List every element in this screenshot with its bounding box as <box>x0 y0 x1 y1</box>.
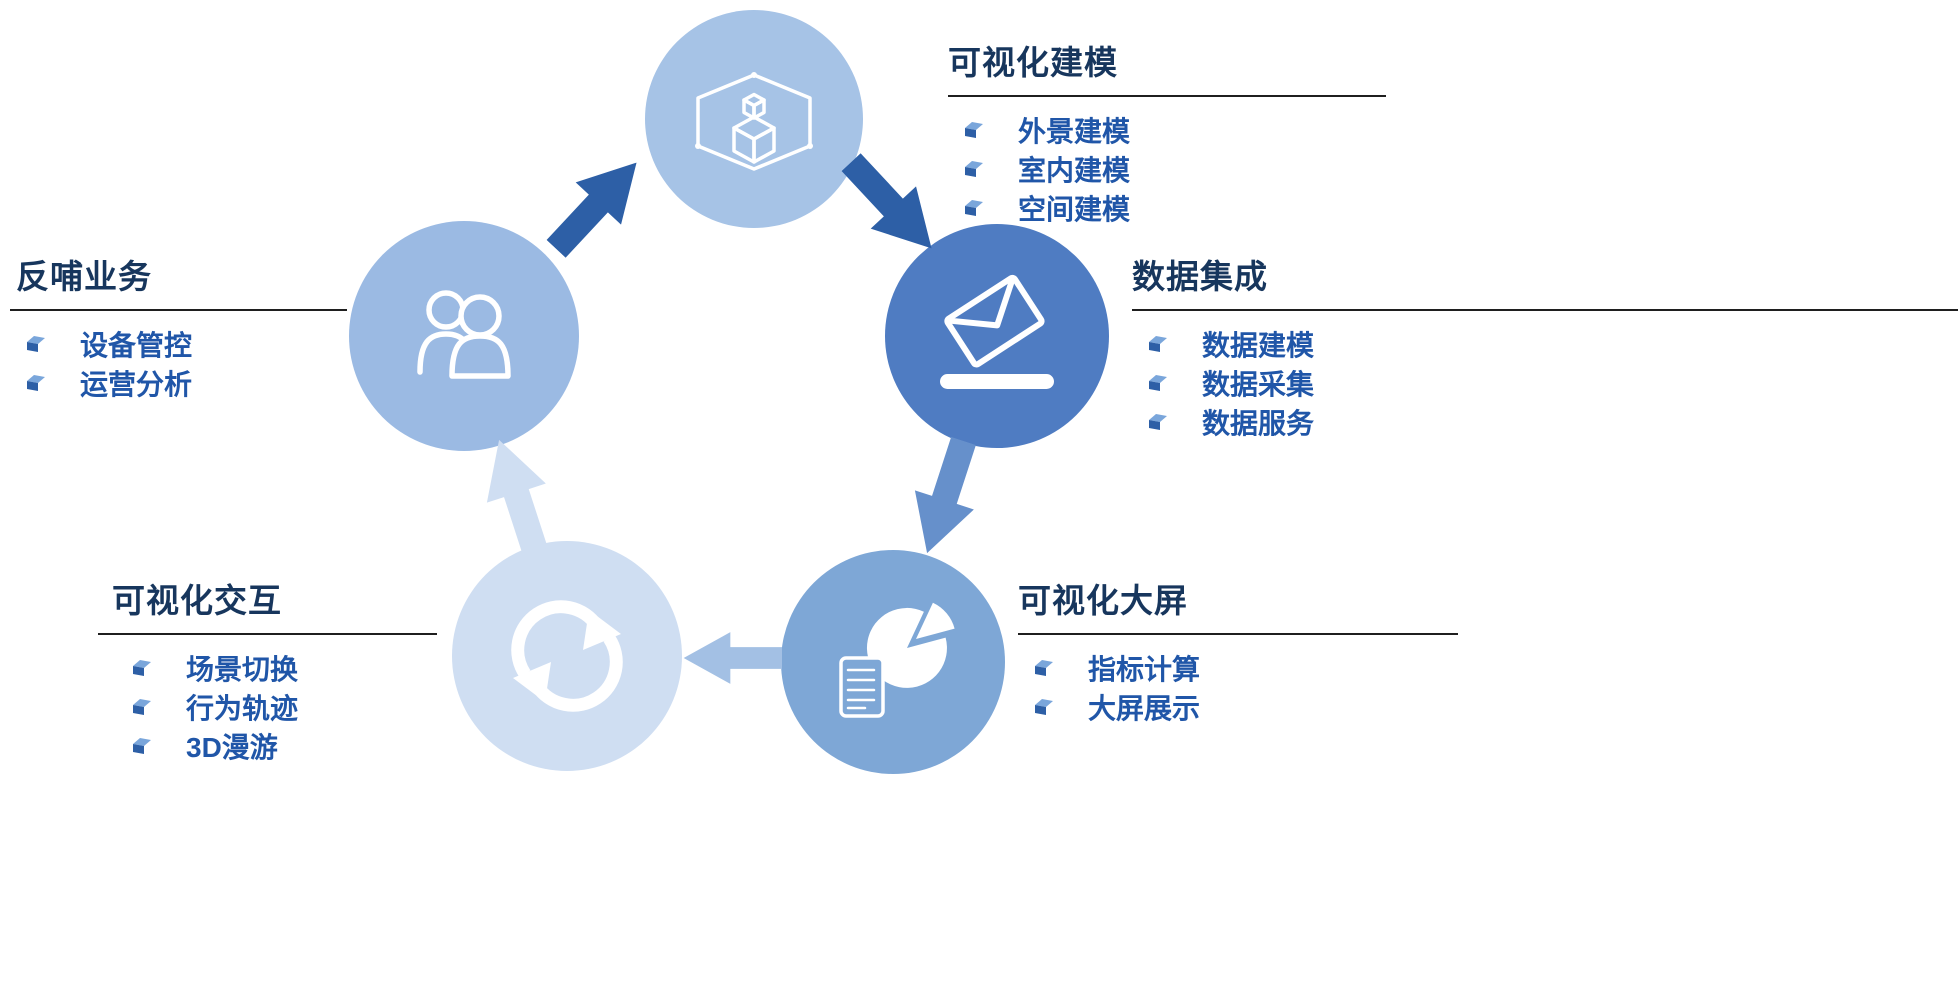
list-item-label: 数据采集 <box>1202 368 1315 400</box>
list-item-label: 行为轨迹 <box>186 692 299 724</box>
node-visual-bigscreen <box>781 550 1005 774</box>
section-item-list: 设备管控 运营分析 <box>10 324 347 402</box>
flag-3d-icon <box>1149 335 1167 352</box>
section-item-list: 指标计算 大屏展示 <box>1018 648 1458 726</box>
section-underline <box>1132 309 1958 311</box>
list-item: 指标计算 <box>1032 648 1458 687</box>
flag-3d-icon <box>965 160 983 177</box>
section-data-integration: 数据集成 数据建模 数据采集 数据服务 <box>1132 250 1958 441</box>
list-item-label: 场景切换 <box>186 653 299 685</box>
document <box>839 656 885 718</box>
section-visual-modeling: 可视化建模 外景建模 室内建模 空间建模 <box>948 36 1386 227</box>
flag-3d-icon <box>133 698 151 715</box>
arrow-bigscreen-to-interaction <box>683 632 782 684</box>
pie-slice <box>916 602 955 639</box>
arrow-feedback-to-modeling <box>546 162 637 258</box>
section-feedback-business: 反哺业务 设备管控 运营分析 <box>10 250 347 402</box>
hexagon-outline <box>696 73 812 171</box>
node-data-integration <box>885 224 1109 448</box>
list-item-label: 指标计算 <box>1088 653 1201 685</box>
user-front <box>449 294 511 379</box>
cube-small <box>742 92 766 120</box>
list-item-label: 空间建模 <box>1018 193 1131 225</box>
list-item: 场景切换 <box>130 648 437 687</box>
section-title: 数据集成 <box>1132 258 1268 295</box>
section-title: 可视化大屏 <box>1018 582 1188 619</box>
section-underline <box>10 309 347 311</box>
section-item-list: 场景切换 行为轨迹 3D漫游 <box>98 648 437 765</box>
cycle-arrows-icon <box>511 600 623 712</box>
list-item-label: 运营分析 <box>80 368 193 400</box>
node-feedback-business <box>349 221 579 451</box>
section-underline <box>1018 633 1458 635</box>
envelope <box>944 274 1045 368</box>
flag-3d-icon <box>965 199 983 216</box>
flag-3d-icon <box>1035 659 1053 676</box>
node-visual-modeling <box>645 10 863 228</box>
node-circle <box>452 541 682 771</box>
cube-large <box>732 115 776 164</box>
flag-3d-icon <box>133 659 151 676</box>
flag-3d-icon <box>1149 413 1167 430</box>
mail-slot-bar <box>940 374 1054 389</box>
list-item-label: 大屏展示 <box>1088 692 1201 724</box>
section-title: 可视化建模 <box>948 44 1118 81</box>
node-circle <box>885 224 1109 448</box>
section-visual-bigscreen: 可视化大屏 指标计算 大屏展示 <box>1018 574 1458 726</box>
section-visual-interaction: 可视化交互 场景切换 行为轨迹 3D漫游 <box>98 574 437 765</box>
list-item-label: 外景建模 <box>1018 115 1131 147</box>
list-item: 数据采集 <box>1146 363 1958 402</box>
corner-dots <box>695 72 813 149</box>
list-item: 大屏展示 <box>1032 687 1458 726</box>
list-item-label: 数据建模 <box>1202 329 1315 361</box>
section-title: 反哺业务 <box>16 258 152 295</box>
list-item-label: 设备管控 <box>80 329 193 361</box>
list-item: 运营分析 <box>24 363 347 402</box>
flag-3d-icon <box>965 121 983 138</box>
list-item: 数据服务 <box>1146 402 1958 441</box>
section-underline <box>948 95 1386 97</box>
section-item-list: 数据建模 数据采集 数据服务 <box>1132 324 1958 441</box>
node-visual-interaction <box>452 541 682 771</box>
flag-3d-icon <box>133 737 151 754</box>
pie-body <box>866 607 947 688</box>
arrow-data-integration-to-bigscreen <box>914 436 976 554</box>
list-item-label: 室内建模 <box>1018 154 1131 186</box>
list-item: 室内建模 <box>962 149 1386 188</box>
section-underline <box>98 633 437 635</box>
flag-3d-icon <box>27 374 45 391</box>
arrow-modeling-to-data-integration <box>841 153 932 249</box>
list-item: 3D漫游 <box>130 726 437 765</box>
pie-chart-document-icon <box>839 602 955 718</box>
flag-3d-icon <box>1035 698 1053 715</box>
list-item: 数据建模 <box>1146 324 1958 363</box>
flag-3d-icon <box>27 335 45 352</box>
section-item-list: 外景建模 室内建模 空间建模 <box>948 110 1386 227</box>
node-circle <box>349 221 579 451</box>
arrow-interaction-to-feedback <box>486 439 548 557</box>
users-icon <box>417 290 511 379</box>
list-item: 行为轨迹 <box>130 687 437 726</box>
list-item-label: 数据服务 <box>1202 407 1315 439</box>
mail-collect-icon <box>940 274 1054 389</box>
flag-3d-icon <box>1149 374 1167 391</box>
list-item: 空间建模 <box>962 188 1386 227</box>
list-item: 设备管控 <box>24 324 347 363</box>
list-item: 外景建模 <box>962 110 1386 149</box>
section-title: 可视化交互 <box>112 582 282 619</box>
cube-3d-icon <box>695 72 813 171</box>
list-item-label: 3D漫游 <box>186 731 278 763</box>
